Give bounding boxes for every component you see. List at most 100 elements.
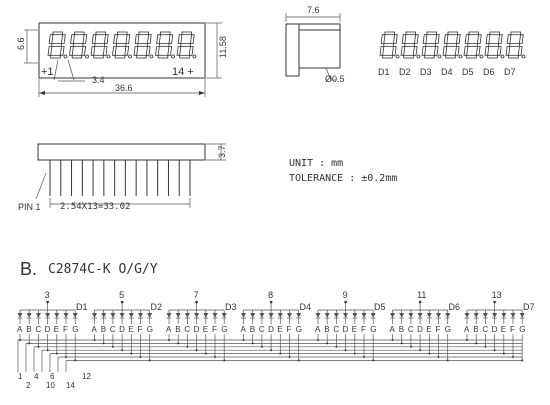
notes: UNIT : mm TOLERANCE : ±0.2mm	[289, 158, 397, 184]
segment-letter: E	[54, 325, 59, 334]
segment-letter: D	[119, 325, 125, 334]
segment-letter: G	[72, 325, 78, 334]
segment-letter: B	[101, 325, 106, 334]
common-pin-label: 11	[417, 290, 426, 300]
segment-letter: C	[482, 325, 488, 334]
dim-pitch: 3.4	[92, 75, 105, 85]
digit-view-label: D1	[378, 67, 390, 77]
segment-letter: G	[296, 325, 302, 334]
segment-letter: F	[361, 325, 366, 334]
front-view-body	[38, 22, 206, 79]
dim-pin-diameter: Ø0.5	[325, 74, 345, 84]
segment-pin-label: 2	[26, 381, 31, 390]
segment-pin-label: 1	[18, 372, 23, 381]
dim-depth: 7.6	[307, 5, 320, 15]
section-letter: B.	[20, 259, 37, 279]
digit-view-digit-2	[400, 31, 421, 59]
segment-letter: A	[92, 325, 98, 334]
common-pin-label: 3	[45, 290, 50, 300]
segment-pin-label: 14	[66, 381, 75, 390]
segment-letter: B	[399, 325, 404, 334]
segment-letter: F	[287, 325, 292, 334]
pin-right-label: 14 +	[172, 66, 194, 78]
segment-letter: D	[45, 325, 51, 334]
digit-view-label: D6	[483, 67, 495, 77]
circuit-wires	[17, 339, 523, 372]
digit-view-label: D5	[462, 67, 474, 77]
common-pin-label: 8	[268, 290, 273, 300]
side-view: 7.6 Ø0.5	[285, 5, 345, 84]
digit-view-label: D4	[441, 67, 453, 77]
digit-view-digit-5	[463, 31, 484, 59]
bottom-view-pins	[49, 160, 191, 196]
segment-letter: G	[519, 325, 525, 334]
front-digit-2	[69, 31, 89, 59]
segment-letter: B	[324, 325, 329, 334]
circuit-digit-label: D5	[374, 302, 386, 312]
common-pin-label: 13	[492, 290, 502, 300]
front-view: 6.6 11.58 +1 14 + 3.4 36.6	[16, 22, 228, 97]
segment-letter: D	[343, 325, 349, 334]
segment-letter: F	[63, 325, 68, 334]
tolerance-note: TOLERANCE : ±0.2mm	[289, 173, 397, 184]
digit-view-digit-6	[484, 31, 505, 59]
circuit-digit-label: D7	[523, 302, 535, 312]
part-title: C2874C-K O/G/Y	[48, 262, 158, 277]
bottom-view-body	[37, 143, 206, 161]
segment-letter: G	[370, 325, 376, 334]
segment-letter: C	[35, 325, 41, 334]
side-view-body	[285, 23, 300, 77]
unit-note: UNIT : mm	[289, 158, 343, 169]
pin-left-label: +1	[41, 66, 54, 78]
digit-view-digits	[379, 31, 526, 59]
digit-view-label: D7	[504, 67, 516, 77]
front-digit-7	[176, 31, 197, 59]
dim-width: 36.6	[115, 83, 133, 93]
segment-letter: G	[445, 325, 451, 334]
segment-letter: C	[333, 325, 339, 334]
segment-pin-label: 10	[46, 381, 55, 390]
circuit-digit-label: D6	[449, 302, 461, 312]
segment-letter: A	[166, 325, 172, 334]
segment-pin-label: 12	[82, 372, 91, 381]
segment-letter: F	[510, 325, 515, 334]
segment-letter: B	[26, 325, 31, 334]
segment-letter: F	[138, 325, 143, 334]
segment-letter: A	[315, 325, 321, 334]
segment-letter: E	[128, 325, 133, 334]
segment-pin-label: 4	[34, 372, 39, 381]
segment-letter: E	[352, 325, 357, 334]
segment-letter: B	[473, 325, 478, 334]
segment-letter: D	[492, 325, 498, 334]
front-digit-3	[90, 31, 111, 59]
segment-letter: D	[417, 325, 423, 334]
segment-letter: A	[17, 325, 23, 334]
circuit-digit-label: D2	[151, 302, 163, 312]
circuit-digit-label: D3	[225, 302, 237, 312]
segment-letter: C	[259, 325, 265, 334]
dim-height: 6.6	[16, 37, 26, 50]
segment-letter: F	[436, 325, 441, 334]
front-digit-1	[47, 31, 68, 59]
segment-letter: A	[464, 325, 470, 334]
segment-letter: A	[390, 325, 396, 334]
segment-letter: E	[426, 325, 431, 334]
segment-letter: C	[110, 325, 116, 334]
segment-letter: B	[250, 325, 255, 334]
circuit-digit-label: D1	[76, 302, 88, 312]
segment-letter: G	[147, 325, 153, 334]
segment-letter: C	[408, 325, 414, 334]
circuit-digit-label: D4	[300, 302, 312, 312]
dim-pin-length: 3.7	[217, 145, 227, 158]
